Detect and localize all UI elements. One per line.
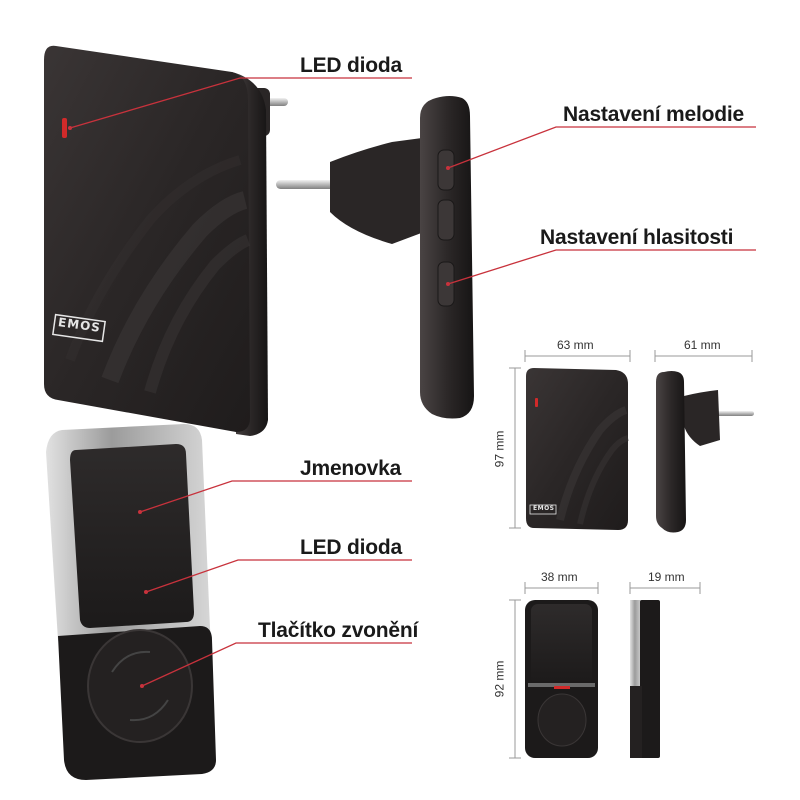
callout-line-volume: [447, 249, 756, 285]
callout-led-button: LED dioda: [300, 536, 403, 559]
ring-button-arc: [129, 699, 169, 722]
callout-led-receiver: LED dioda: [300, 54, 403, 77]
doorbell-button: [46, 424, 216, 780]
callout-volume: Nastavení hlasitosti: [540, 226, 734, 249]
dim-receiver-width: 63 mm: [557, 338, 594, 352]
ring-button-arc: [111, 650, 151, 673]
receiver-wave: [101, 191, 248, 384]
dim-button-width: 38 mm: [541, 570, 578, 584]
button-side-small: [630, 600, 660, 758]
button-front-small: [525, 600, 598, 758]
callout-ring-button: Tlačítko zvonění: [258, 619, 419, 642]
plug-housing: [330, 138, 424, 244]
emos-logo-small: EMOS: [533, 505, 555, 512]
receiver-front: [44, 45, 288, 436]
dim-receiver-height: 97 mm: [492, 430, 507, 468]
dim-receiver-depth: 61 mm: [684, 338, 721, 352]
led-indicator: [62, 118, 67, 138]
dimension-lines: [509, 350, 753, 759]
callout-line-melody: [447, 126, 756, 169]
callout-nameplate: Jmenovka: [300, 457, 402, 480]
callout-line-ring-button: [141, 642, 412, 687]
melody-button: [437, 199, 455, 241]
callout-melody: Nastavení melodie: [563, 103, 745, 126]
callout-line-led-receiver: [69, 77, 412, 129]
receiver-side-body: [420, 96, 474, 419]
emos-logo-plate: [52, 313, 106, 343]
receiver-side: [276, 96, 474, 419]
receiver-front-small: [526, 368, 629, 530]
nameplate-panel: [70, 444, 194, 628]
callout-lines: [69, 77, 756, 687]
dim-button-height: 92 mm: [492, 660, 507, 698]
dim-button-depth: 19 mm: [648, 570, 685, 584]
receiver-wave: [65, 155, 242, 362]
receiver-wave: [144, 234, 251, 394]
plug-pin: [276, 180, 336, 189]
callout-line-nameplate: [139, 480, 412, 513]
receiver-body: [44, 45, 250, 433]
melody-button: [437, 149, 455, 191]
callout-line-led-button: [145, 559, 412, 593]
receiver-side-small: [656, 371, 754, 533]
callout-dots: [68, 126, 450, 688]
